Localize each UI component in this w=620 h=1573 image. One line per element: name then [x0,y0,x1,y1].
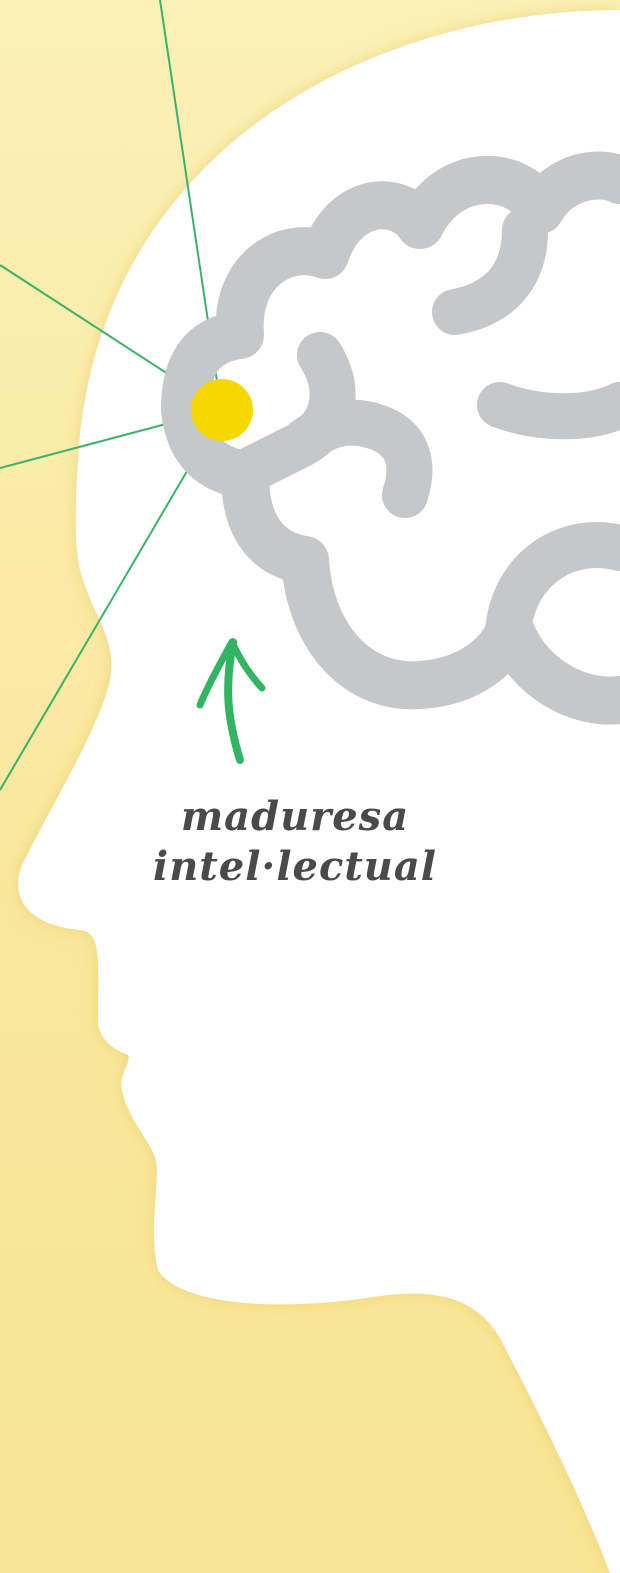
caption-line-2: intel·lectual [150,842,440,892]
caption: maduresa intel·lectual [150,792,440,892]
highlight-dot [191,379,253,441]
brain-fold-bridge [250,445,300,470]
brain-fold-right [500,405,620,416]
caption-line-1: maduresa [150,792,440,842]
